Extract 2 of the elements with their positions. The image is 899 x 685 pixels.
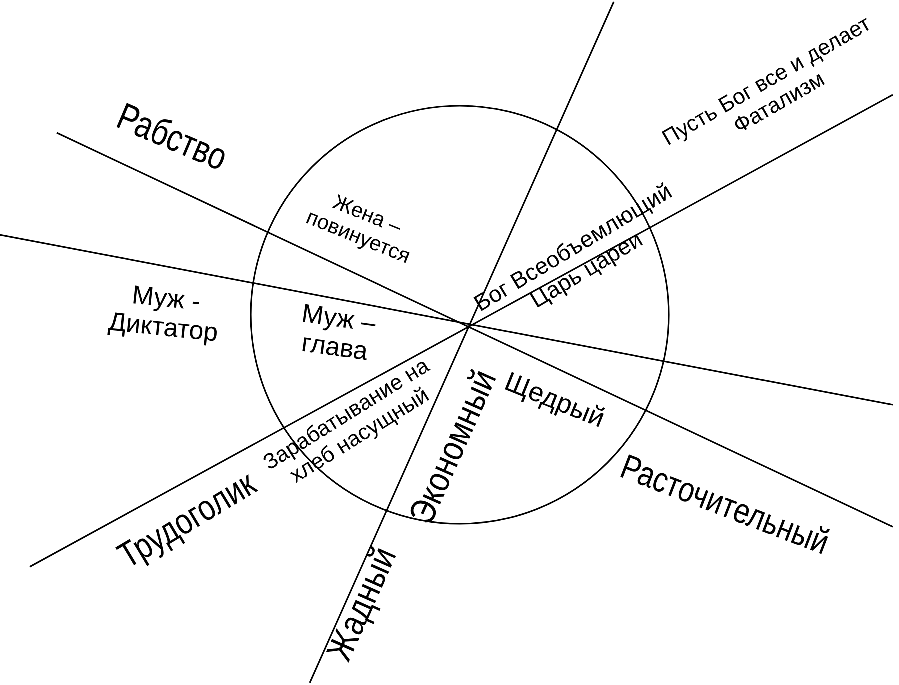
outer-label: Муж - Диктатор	[106, 278, 221, 350]
sector-label: Муж – глава	[299, 297, 379, 368]
